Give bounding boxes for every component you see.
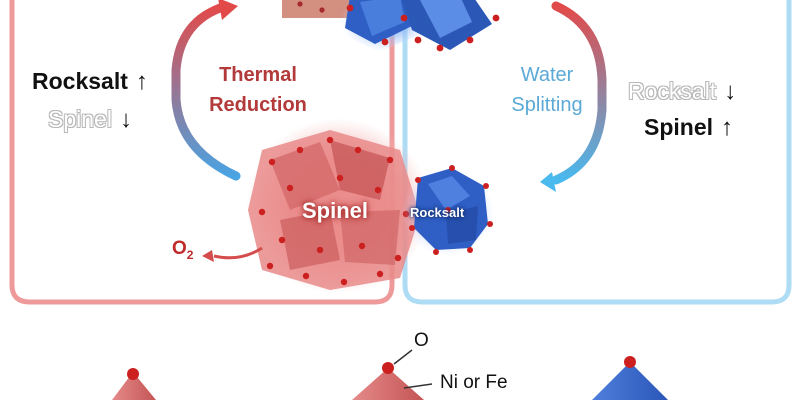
- rocksalt-cluster-label: Rocksalt: [410, 205, 465, 220]
- splitting-arrow: [551, 1, 607, 185]
- thermal-reduction-line1: Thermal: [219, 64, 297, 86]
- top-crystal-cluster: [282, 0, 500, 52]
- up-arrow-icon: ↑: [721, 114, 734, 141]
- reduction-arrow: [171, 1, 241, 181]
- water-splitting-label: Water Splitting: [492, 60, 602, 120]
- right-rocksalt-text: Rocksalt: [628, 78, 717, 104]
- oxygen-subscript: 2: [186, 247, 194, 262]
- left-spinel-label: Spinel ↓: [48, 106, 132, 134]
- left-spinel-text: Spinel: [48, 106, 112, 132]
- oxygen-release-arrow: [213, 246, 263, 260]
- spinel-cluster-label: Spinel: [302, 198, 369, 223]
- oxygen-symbol: O: [172, 238, 187, 259]
- left-rocksalt-text: Rocksalt: [32, 68, 128, 94]
- legend-blue-pyramid: [592, 356, 668, 400]
- splitting-frame: [402, 0, 792, 305]
- splitting-arrowhead: [540, 172, 556, 192]
- reduction-arrowhead: [218, 0, 238, 20]
- reduction-frame: [9, 0, 395, 305]
- legend-red-pyramid-center: [352, 349, 433, 400]
- left-rocksalt-label: Rocksalt ↑: [32, 68, 148, 96]
- legend-red-pyramid-left: [112, 368, 156, 400]
- legend-oxygen-label: O: [414, 330, 429, 351]
- down-arrow-icon: ↓: [724, 78, 737, 105]
- thermal-reduction-label: Thermal Reduction: [198, 60, 318, 120]
- up-arrow-icon: ↑: [135, 68, 148, 95]
- down-arrow-icon: ↓: [119, 106, 132, 133]
- spinel-cluster: [246, 118, 430, 294]
- water-splitting-line1: Water: [520, 64, 574, 86]
- water-splitting-line2: Splitting: [511, 94, 583, 116]
- thermal-reduction-line2: Reduction: [209, 94, 307, 116]
- legend-metal-label: Ni or Fe: [440, 372, 508, 393]
- right-spinel-text: Spinel: [644, 114, 714, 140]
- oxygen-release-label: O2: [172, 238, 193, 262]
- right-spinel-label: Spinel ↑: [644, 114, 733, 142]
- rocksalt-cluster: [402, 165, 494, 256]
- right-rocksalt-label: Rocksalt ↓: [628, 78, 736, 106]
